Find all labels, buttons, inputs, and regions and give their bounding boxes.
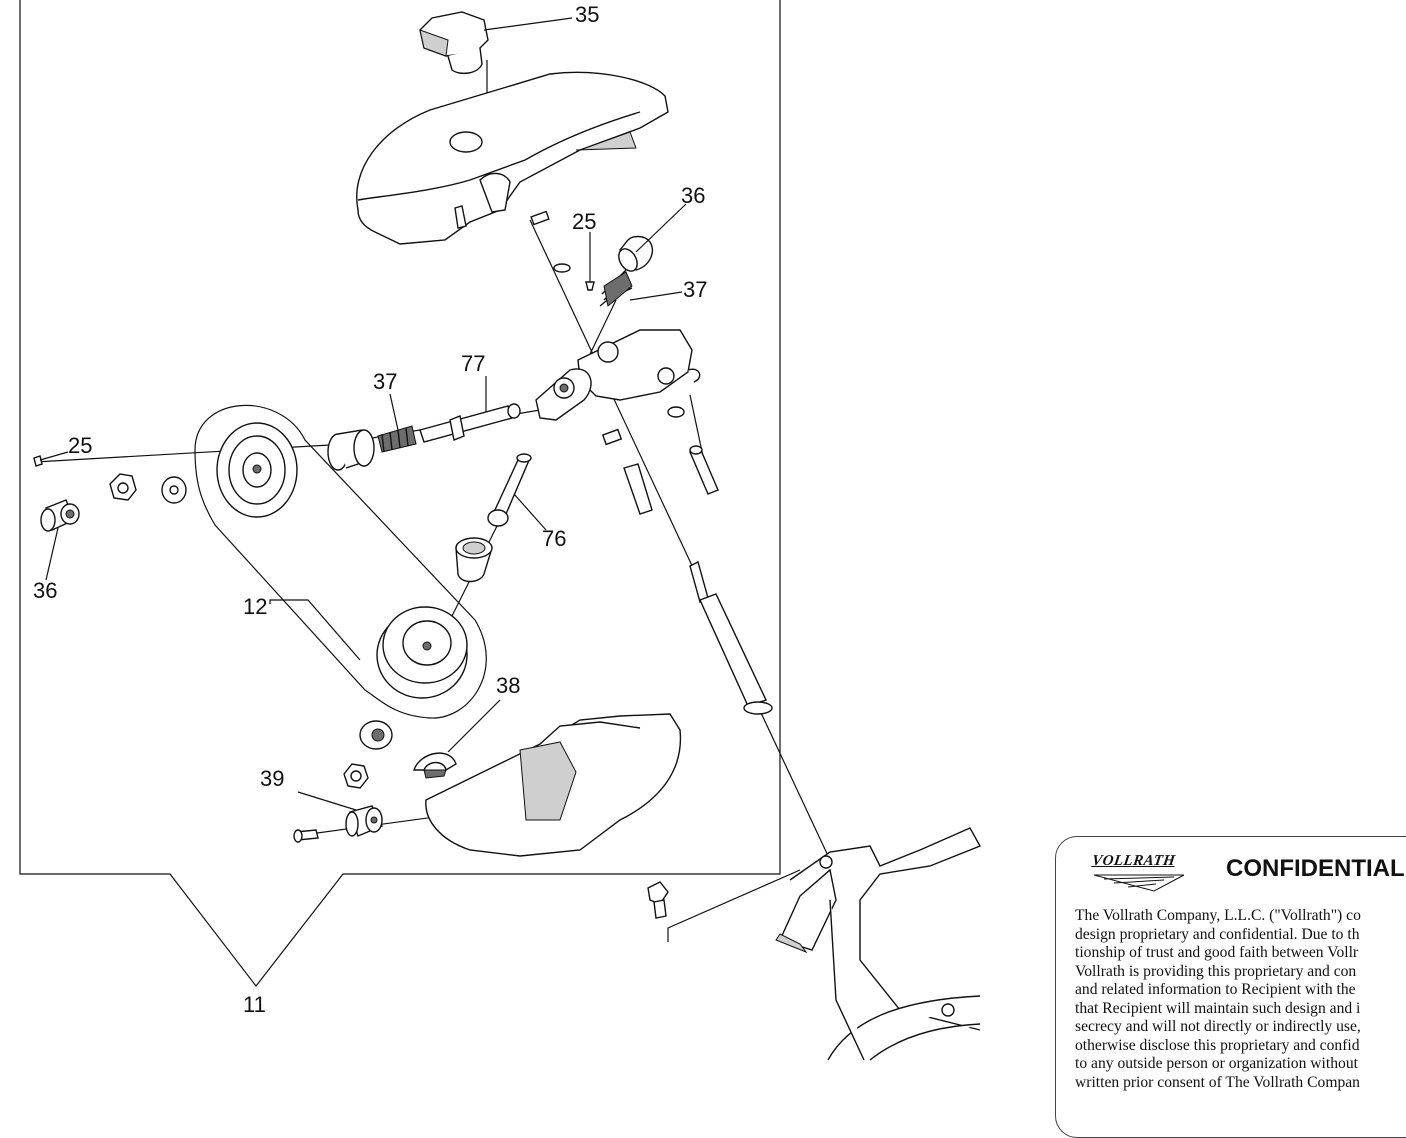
vollrath-logo-text: VOLLRATH	[1090, 853, 1177, 869]
callout-11: 11	[243, 992, 266, 1017]
confidential-line: design proprietary and confidential. Due…	[1075, 925, 1360, 943]
confidential-line: and related information to Recipient wit…	[1075, 981, 1356, 998]
axis-spacer-upper	[530, 210, 550, 226]
confidential-body: The Vollrath Company, L.L.C. ("Vollrath"…	[1075, 907, 1406, 1092]
callout-12: 12	[243, 594, 267, 619]
shaft-77	[419, 403, 521, 443]
callout-25-top: 25	[572, 209, 596, 234]
confidential-title: CONFIDENTIAL	[1226, 855, 1405, 882]
pin-lower-left	[647, 881, 669, 919]
leader-38	[447, 699, 501, 753]
leader-35	[483, 17, 573, 31]
spacer-axis-1	[601, 428, 623, 446]
washer-lower	[359, 720, 393, 750]
rear-bolt	[667, 406, 719, 495]
upper-pulley	[216, 422, 298, 518]
bolt-39	[293, 829, 319, 843]
upper-housing	[356, 71, 669, 245]
leader-39	[297, 791, 357, 811]
lower-housing	[425, 713, 682, 857]
callout-35: 35	[575, 2, 599, 27]
callout-25-left: 25	[68, 433, 92, 458]
shaft-76	[487, 453, 532, 527]
logo-stripes-icon	[1094, 874, 1184, 892]
belt	[194, 404, 487, 719]
callout-37-right: 37	[683, 277, 707, 302]
assembly-boundary	[19, 0, 781, 987]
lever-bracket	[535, 329, 701, 421]
axis-line-main	[529, 219, 831, 861]
callout-37-left: 37	[373, 369, 397, 394]
confidential-notice-box: VOLLRATH CONFIDENTIAL The Vollrath Compa…	[1055, 836, 1406, 1138]
half-ring-38	[413, 752, 457, 779]
bushing-76	[455, 537, 493, 583]
nut-lower	[343, 763, 369, 789]
machine-body-fragment	[775, 827, 981, 1061]
leader-37-right	[629, 291, 683, 301]
leader-76	[513, 493, 547, 531]
washer-left-hole	[169, 485, 179, 495]
lower-pulley	[376, 606, 468, 699]
confidential-line: written prior consent of The Vollrath Co…	[1075, 1073, 1360, 1091]
stud-axis	[689, 560, 773, 715]
leader-37-left	[389, 393, 399, 431]
axis-washer-upper	[553, 263, 571, 273]
exploded-parts-diagram: 35 36 25 37 77 37 25 36 76 12 38 39 11	[19, 0, 981, 1061]
bushing-left	[327, 429, 375, 471]
leader-36-left	[45, 527, 59, 581]
callout-77: 77	[461, 351, 485, 376]
knob-35	[419, 11, 489, 75]
leader-36-top	[635, 203, 687, 253]
callout-39: 39	[260, 766, 284, 791]
confidential-line: The Vollrath Company, L.L.C. ("Vollrath"…	[1075, 907, 1361, 924]
confidential-line: Vollrath is providing this proprietary a…	[1075, 962, 1357, 980]
confidential-line: that Recipient will maintain such design…	[1075, 999, 1361, 1017]
leader-12	[269, 599, 361, 661]
vollrath-logo: VOLLRATH	[1090, 853, 1184, 893]
spring-37-right	[599, 269, 633, 307]
roller-39	[345, 805, 383, 837]
leader-25-left	[39, 451, 69, 461]
confidential-line: to any outside person or organization wi…	[1075, 1055, 1358, 1072]
callout-38: 38	[496, 673, 520, 698]
screw-25-top	[585, 281, 595, 291]
callout-36-top: 36	[681, 183, 705, 208]
callout-36-left: 36	[33, 578, 57, 603]
roller-36-left	[40, 499, 80, 532]
nut-left	[109, 473, 137, 501]
confidential-line: tionship of trust and good faith between…	[1075, 944, 1359, 961]
axis-line-lower-pin	[667, 869, 801, 942]
confidential-line: otherwise disclose this proprietary and …	[1075, 1036, 1360, 1054]
pin-axis-1	[623, 463, 653, 515]
confidential-line: secrecy and will not directly or indirec…	[1075, 1018, 1361, 1035]
callout-76: 76	[542, 526, 566, 551]
spring-37-left	[377, 425, 417, 453]
screw-25-left	[33, 455, 43, 467]
